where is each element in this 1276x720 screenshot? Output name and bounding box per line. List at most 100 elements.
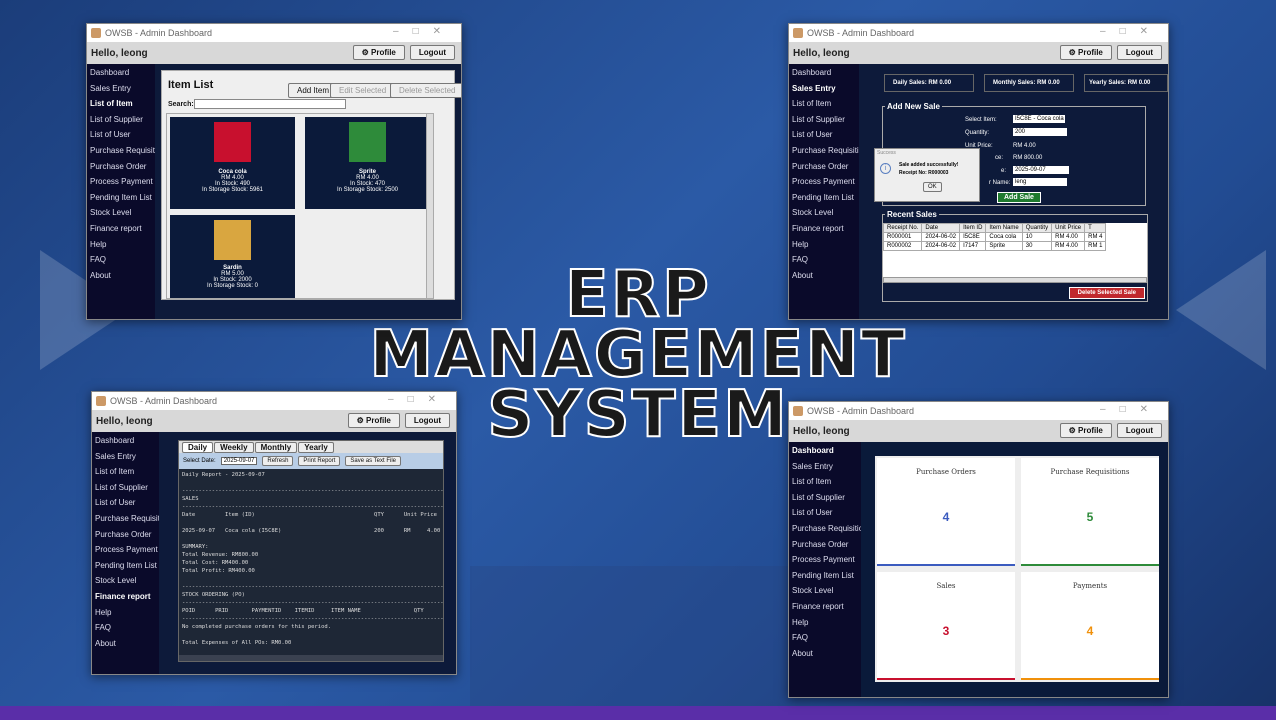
sidebar-item[interactable]: FAQ xyxy=(792,255,809,265)
sidebar-item[interactable]: Dashboard xyxy=(95,436,135,445)
sidebar-item[interactable]: Dashboard xyxy=(90,68,130,77)
sidebar-item[interactable]: Dashboard xyxy=(792,68,832,77)
sidebar-item[interactable]: Pending Item List xyxy=(95,560,157,570)
sidebar-item[interactable]: Purchase Order xyxy=(90,161,147,171)
tab-daily[interactable]: Daily xyxy=(182,442,214,453)
sidebar-item[interactable]: About xyxy=(792,648,813,658)
sidebar-item[interactable]: List of Supplier xyxy=(792,114,845,124)
sidebar-item[interactable]: Process Payment xyxy=(792,177,855,187)
sidebar-item[interactable]: Process Payment xyxy=(792,555,855,565)
sidebar-item[interactable]: List of Supplier xyxy=(90,114,143,124)
horizontal-scrollbar[interactable] xyxy=(179,655,443,661)
refresh-button[interactable]: Refresh xyxy=(262,456,294,466)
sidebar-item[interactable]: Sales Entry xyxy=(90,83,131,93)
sidebar-item[interactable]: List of Item xyxy=(792,477,832,487)
select-item-dropdown[interactable]: I5C8E - Coca cola xyxy=(1013,115,1065,123)
window-controls[interactable]: –□✕ xyxy=(1100,404,1162,415)
sidebar-item[interactable]: Sales Entry xyxy=(792,83,836,93)
sidebar-item[interactable]: Help xyxy=(792,239,809,249)
sidebar-item[interactable]: Purchase Order xyxy=(792,161,849,171)
save-text-button[interactable]: Save as Text File xyxy=(345,456,401,466)
sidebar-item[interactable]: FAQ xyxy=(792,633,809,643)
sidebar-item[interactable]: Sales Entry xyxy=(792,461,833,471)
sidebar-item[interactable]: Purchase Requisition xyxy=(792,145,859,155)
sidebar-item[interactable]: Stock Level xyxy=(792,208,834,218)
sidebar-item[interactable]: Dashboard xyxy=(792,446,834,455)
tab-yearly[interactable]: Yearly xyxy=(298,442,334,453)
sidebar-item[interactable]: List of User xyxy=(95,498,136,508)
tab-monthly[interactable]: Monthly xyxy=(254,442,298,453)
sidebar-item[interactable]: List of Item xyxy=(90,99,133,109)
sidebar-item[interactable]: List of Item xyxy=(95,467,135,477)
window-controls[interactable]: –□✕ xyxy=(388,394,450,405)
sidebar-item[interactable]: Finance report xyxy=(792,223,844,233)
report-text-area[interactable]: Daily Report - 2025-09-07 --------------… xyxy=(182,472,443,646)
horizontal-scrollbar[interactable] xyxy=(883,277,1147,283)
sidebar-item[interactable]: About xyxy=(90,270,111,280)
logout-button[interactable]: Logout xyxy=(1116,45,1162,60)
profile-button[interactable]: ⚙ Profile xyxy=(347,413,400,428)
sidebar-item[interactable]: List of Supplier xyxy=(792,492,845,502)
edit-selected-button[interactable]: Edit Selected xyxy=(330,83,396,98)
sidebar-item[interactable]: Help xyxy=(792,617,809,627)
profile-button[interactable]: ⚙ Profile xyxy=(1059,423,1112,438)
sidebar-item[interactable]: Purchase Order xyxy=(792,539,849,549)
search-input[interactable] xyxy=(194,99,346,109)
sidebar-item[interactable]: Process Payment xyxy=(90,177,153,187)
delete-sale-button[interactable]: Delete Selected Sale xyxy=(1068,287,1145,299)
sidebar-item[interactable]: Finance report xyxy=(95,591,151,601)
window-controls[interactable]: –□✕ xyxy=(1100,26,1162,37)
add-sale-button[interactable]: Add Sale xyxy=(997,192,1041,203)
sidebar-item[interactable]: About xyxy=(792,270,813,280)
add-item-button[interactable]: Add Item xyxy=(288,83,339,98)
window-controls[interactable]: –□✕ xyxy=(393,26,455,37)
sidebar-item[interactable]: List of Supplier xyxy=(95,482,148,492)
sidebar-item[interactable]: Pending Item List xyxy=(792,192,854,202)
tab-weekly[interactable]: Weekly xyxy=(214,442,254,453)
quantity-input[interactable]: 200 xyxy=(1013,128,1067,136)
sidebar-item[interactable]: List of Item xyxy=(792,99,832,109)
sidebar-item[interactable]: Finance report xyxy=(792,601,844,611)
profile-button[interactable]: ⚙ Profile xyxy=(352,45,405,60)
sidebar-item[interactable]: Stock Level xyxy=(792,586,834,596)
sidebar-item[interactable]: Purchase Requisition xyxy=(95,513,159,523)
sidebar-item[interactable]: Finance report xyxy=(90,223,142,233)
dialog-ok-button[interactable]: OK xyxy=(923,182,942,192)
sidebar-item[interactable]: About xyxy=(95,638,116,648)
logout-button[interactable]: Logout xyxy=(409,45,455,60)
logout-button[interactable]: Logout xyxy=(1116,423,1162,438)
sidebar-item[interactable]: Pending Item List xyxy=(90,192,152,202)
sidebar-item[interactable]: Help xyxy=(95,607,112,617)
sidebar-item[interactable]: Pending Item List xyxy=(792,570,854,580)
sidebar-item[interactable]: FAQ xyxy=(95,623,112,633)
sidebar-item[interactable]: List of User xyxy=(792,508,833,518)
sidebar-item[interactable]: Stock Level xyxy=(90,208,132,218)
sidebar-item[interactable]: List of User xyxy=(90,130,131,140)
customer-name-input[interactable]: leng xyxy=(1013,178,1067,186)
sidebar-item[interactable]: Stock Level xyxy=(95,576,137,586)
sidebar-item[interactable]: Purchase Requisition xyxy=(90,145,155,155)
sidebar-item[interactable]: Sales Entry xyxy=(95,451,136,461)
sidebar-item[interactable]: FAQ xyxy=(90,255,107,265)
sidebar-item[interactable]: Help xyxy=(90,239,107,249)
sidebar-item[interactable]: Purchase Order xyxy=(95,529,152,539)
sidebar-item[interactable]: List of User xyxy=(792,130,833,140)
date-picker[interactable]: 2025-09-07 xyxy=(220,457,258,465)
delete-selected-button[interactable]: Delete Selected xyxy=(390,83,461,98)
sidebar-item[interactable]: Purchase Requisition xyxy=(792,523,861,533)
date-picker[interactable]: 2025-09-07 xyxy=(1013,166,1069,174)
logout-button[interactable]: Logout xyxy=(404,413,450,428)
profile-button[interactable]: ⚙ Profile xyxy=(1059,45,1112,60)
print-report-button[interactable]: Print Report xyxy=(298,456,341,466)
